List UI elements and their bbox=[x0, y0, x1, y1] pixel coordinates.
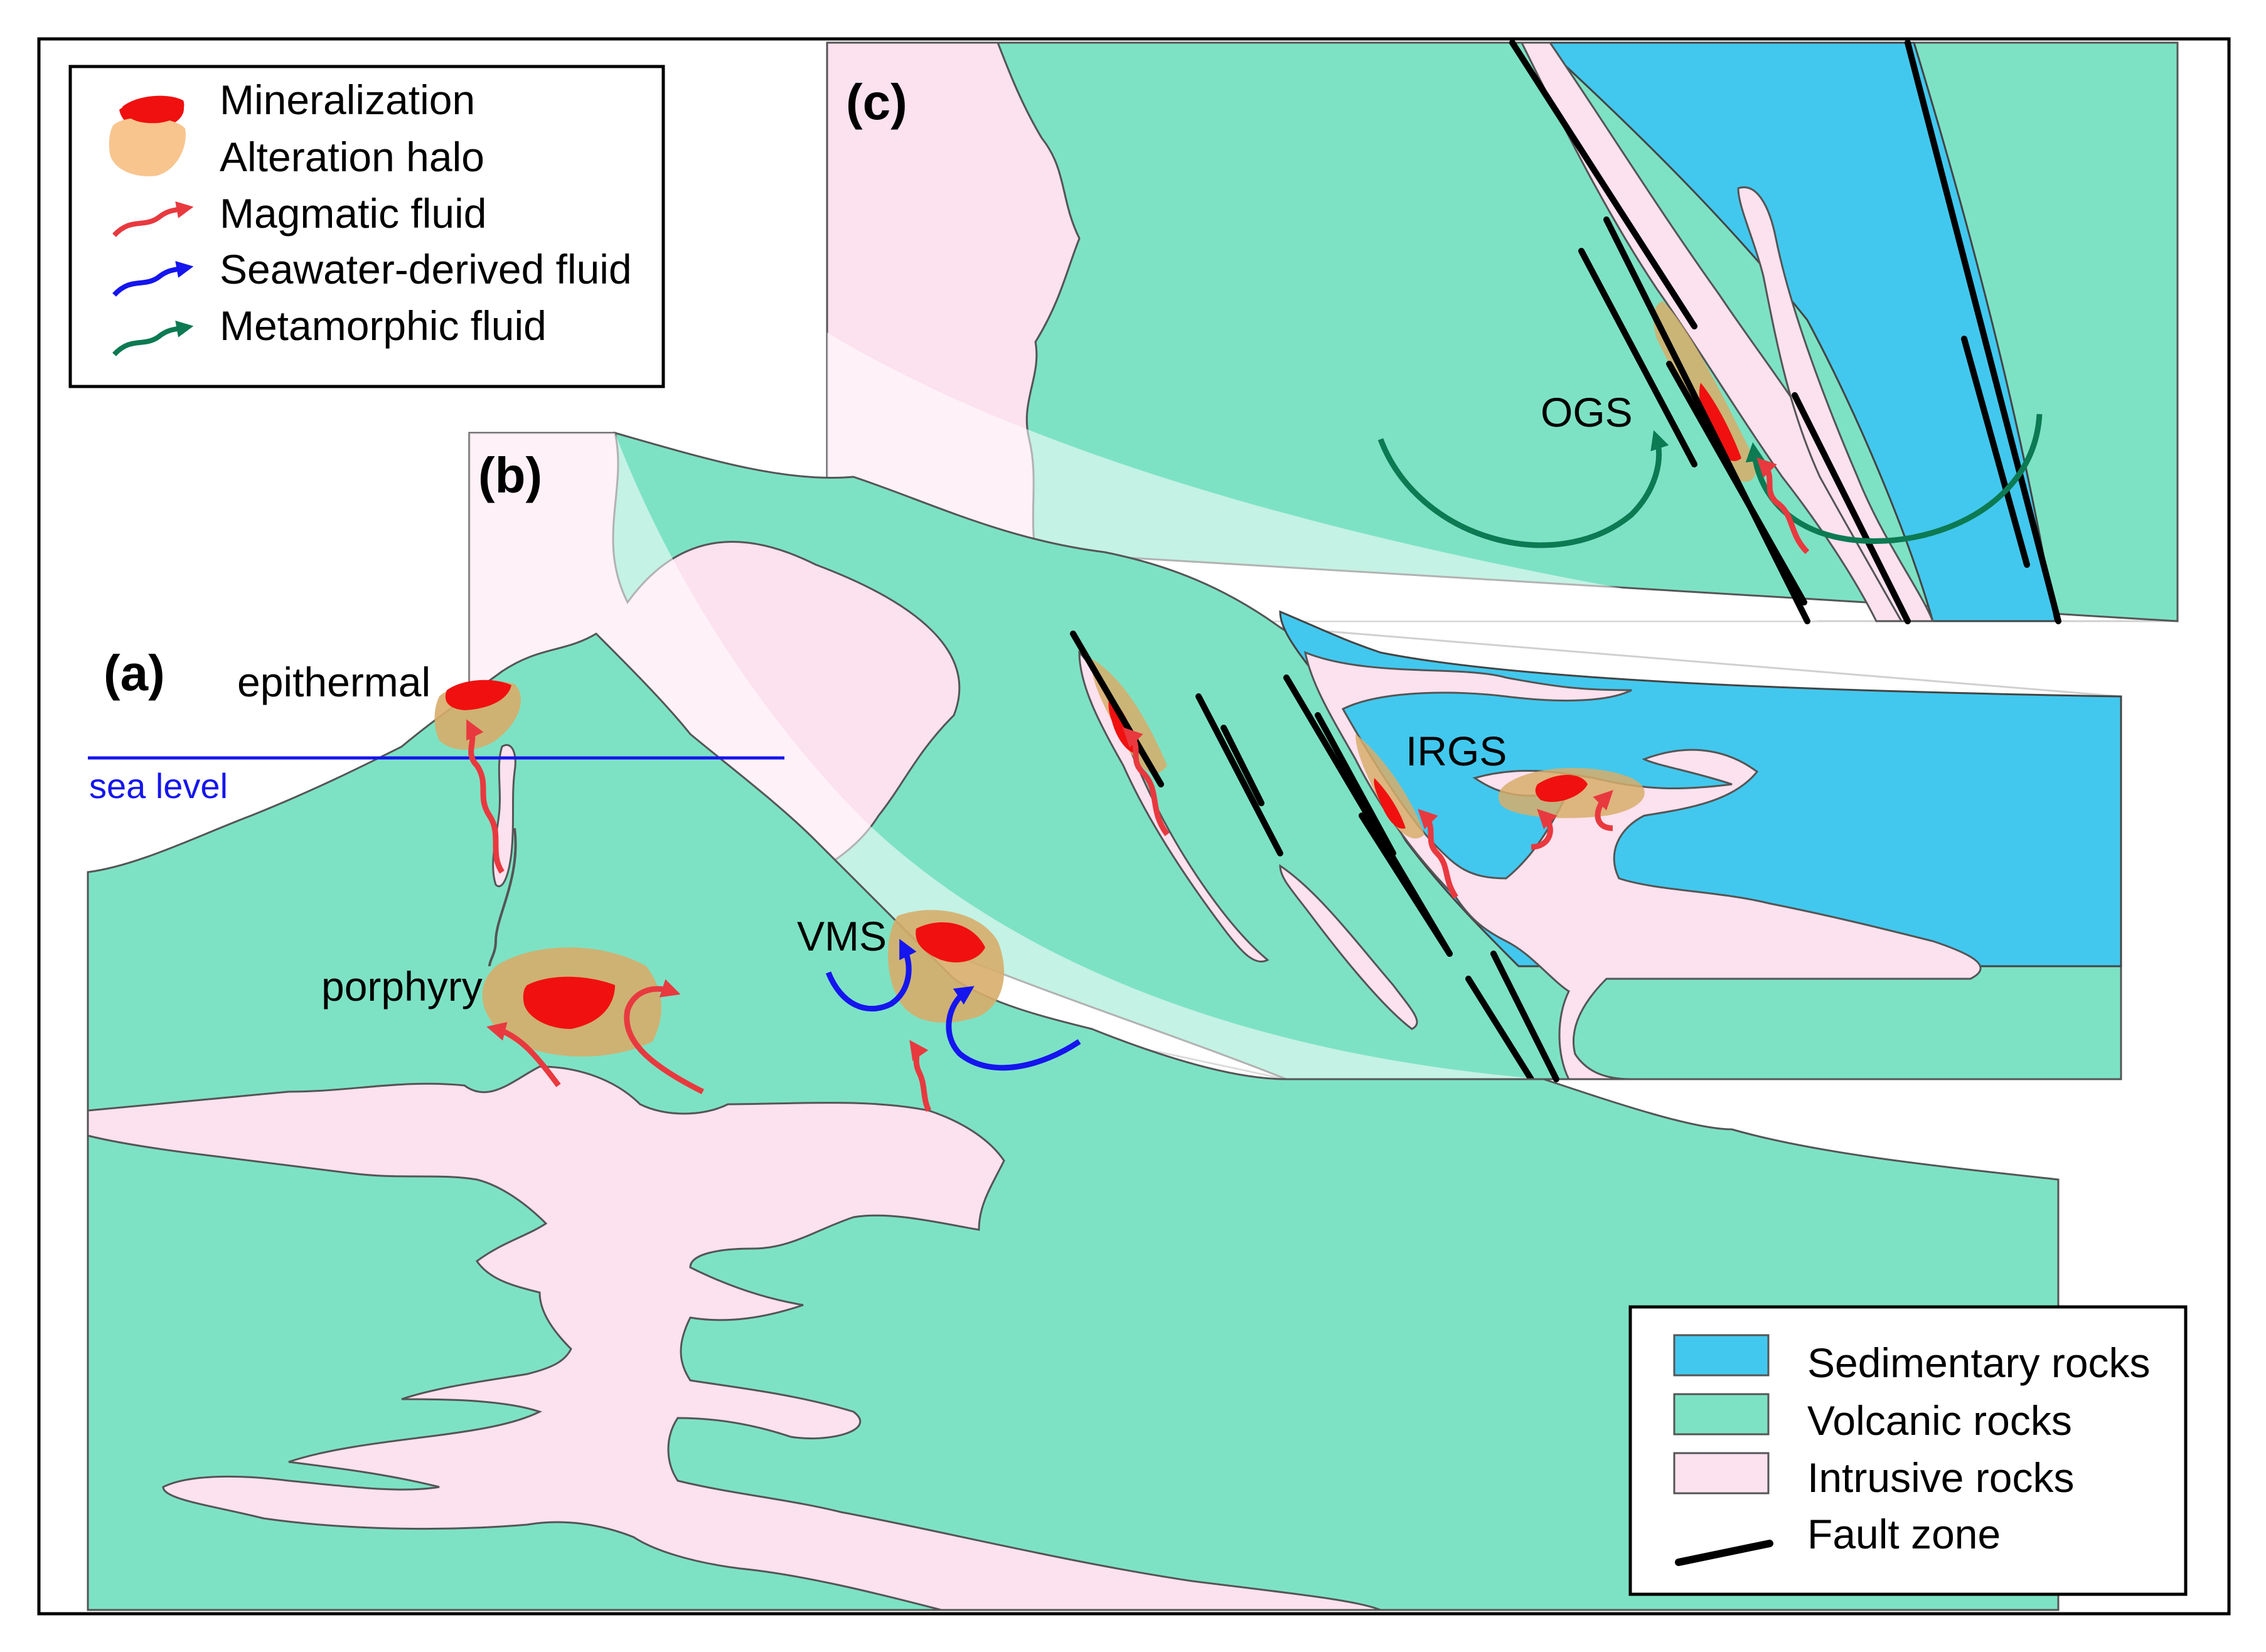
legend-volcanic-label: Volcanic rocks bbox=[1807, 1397, 2072, 1444]
panel-b-alteration-1 bbox=[1091, 659, 1167, 774]
vms-magmatic-fluid bbox=[909, 1040, 932, 1112]
panel-b-alteration-2 bbox=[1355, 734, 1424, 839]
panel-c-intrusive-dike-2 bbox=[1737, 186, 1935, 622]
panel-a-label: (a) bbox=[104, 645, 165, 701]
epithermal-mineralization bbox=[445, 679, 511, 710]
panel-b-faults bbox=[1070, 631, 1559, 1082]
vms-label: VMS bbox=[797, 913, 887, 959]
vms-mineralization bbox=[916, 922, 985, 962]
vms-seawater-fluid-right bbox=[946, 986, 1081, 1071]
vms-seawater-fluid-left bbox=[825, 939, 917, 1012]
sea-level-label: sea level bbox=[89, 766, 228, 806]
panel-b-mineralization-3 bbox=[1535, 775, 1588, 802]
legend-seawater-label: Seawater-derived fluid bbox=[220, 246, 632, 292]
mineralization-swatch-top bbox=[122, 95, 184, 124]
volcanic-swatch bbox=[1673, 1393, 1770, 1436]
epithermal-label: epithermal bbox=[237, 659, 430, 705]
legend-sedimentary-label: Sedimentary rocks bbox=[1807, 1340, 2151, 1386]
panel-c-sedimentary bbox=[1538, 41, 2056, 622]
magmatic-fluid-arrow bbox=[112, 201, 194, 237]
ogs-label: OGS bbox=[1541, 389, 1633, 435]
legend-intrusive-label: Intrusive rocks bbox=[1807, 1454, 2074, 1501]
porphyry-label: porphyry bbox=[321, 963, 483, 1010]
porphyry-magmatic-fluid-2 bbox=[624, 979, 705, 1095]
metamorphic-fluid-arrow bbox=[112, 320, 194, 356]
sedimentary-swatch bbox=[1673, 1334, 1770, 1377]
panel-c-label: (c) bbox=[846, 74, 907, 130]
panel-a-intrusive bbox=[87, 1065, 1381, 1611]
legend-fluids: Mineralization Alteration halo Magmatic … bbox=[68, 65, 665, 388]
panel-b-magmatic-fluid-3 bbox=[1531, 809, 1558, 850]
panel-a-conduit bbox=[488, 828, 517, 967]
panel-b-intrusive-dike-2 bbox=[1279, 864, 1418, 1030]
legend-mineralization-label: Mineralization bbox=[220, 77, 475, 123]
epithermal-magmatic-fluid bbox=[466, 719, 505, 874]
panel-c-faults bbox=[1509, 40, 2061, 624]
panel-b-magmatic-fluid-1 bbox=[1123, 727, 1170, 836]
panel-b-label: (b) bbox=[478, 447, 542, 503]
panel-b-magmatic-fluid-2 bbox=[1418, 809, 1458, 899]
panel-c-metamorphic-fluid-left bbox=[1377, 430, 1669, 548]
porphyry-magmatic-fluid-1 bbox=[486, 1021, 561, 1087]
fault-line bbox=[1675, 1540, 1773, 1566]
alteration-halo-swatch bbox=[109, 117, 186, 176]
legend-rocks: Sedimentary rocks Volcanic rocks Intrusi… bbox=[1628, 1305, 2188, 1596]
panel-c-magmatic-fluid bbox=[1756, 457, 1810, 555]
legend-alteration-label: Alteration halo bbox=[220, 134, 484, 180]
panel-b-magmatic-fluid-4 bbox=[1593, 790, 1613, 831]
intrusive-swatch bbox=[1673, 1452, 1770, 1495]
legend-metamorphic-label: Metamorphic fluid bbox=[220, 302, 547, 349]
legend-magmatic-label: Magmatic fluid bbox=[220, 190, 487, 237]
panel-a: sea level (a) epithermal porphyry VMS bbox=[87, 632, 2060, 1611]
seawater-fluid-arrow bbox=[112, 260, 194, 297]
panel-c-metamorphic-fluid-right bbox=[1745, 413, 2043, 544]
porphyry-mineralization bbox=[523, 976, 615, 1029]
irgs-label: IRGS bbox=[1406, 728, 1507, 774]
panel-c-mineralization bbox=[1699, 383, 1741, 461]
panel-c: (c) OGS bbox=[826, 40, 2179, 624]
panel-b-intrusive-branch bbox=[1303, 651, 1982, 1080]
panel-b-mineralization-2 bbox=[1374, 778, 1406, 829]
legend-fault-label: Fault zone bbox=[1807, 1511, 2001, 1557]
